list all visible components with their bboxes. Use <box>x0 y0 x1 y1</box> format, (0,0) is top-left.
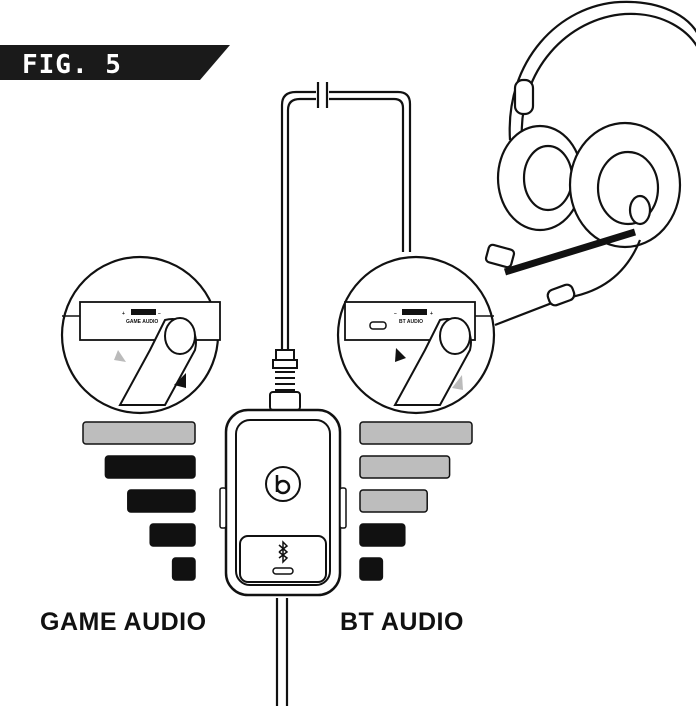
headphone-connector <box>269 349 301 411</box>
dial-plus: + <box>430 311 433 317</box>
arrow-down-icon <box>395 348 406 362</box>
bt-audio-level-bar-5 <box>359 557 384 581</box>
bt-audio-level-bar-3 <box>359 489 428 513</box>
game-audio-level-bar-3 <box>127 489 196 513</box>
callout-bt-audio: − + BT AUDIO <box>336 255 496 415</box>
dial-label-bt-audio: BT AUDIO <box>399 319 423 325</box>
bluetooth-icon <box>278 540 289 564</box>
arrow-up-icon <box>114 350 126 362</box>
figure-label: FIG. 5 <box>22 50 122 80</box>
label-bt-audio: BT AUDIO <box>340 608 464 636</box>
dial-minus: − <box>394 311 397 317</box>
bt-audio-level-bar-2 <box>359 455 451 479</box>
game-audio-levels <box>82 421 196 581</box>
label-game-audio: GAME AUDIO <box>40 608 207 636</box>
bt-audio-level-bar-1 <box>359 421 473 445</box>
arrow-down-icon <box>174 373 186 388</box>
dial-minus: − <box>158 311 161 317</box>
dial-label-game-audio: GAME AUDIO <box>126 319 158 325</box>
bt-audio-level-bar-4 <box>359 523 406 547</box>
dial-plus: + <box>122 311 125 317</box>
game-audio-level-bar-4 <box>149 523 196 547</box>
figure-banner: FIG. 5 <box>0 45 230 80</box>
callout-game-audio: + − GAME AUDIO <box>60 255 221 415</box>
brand-logo-icon <box>265 466 301 502</box>
game-audio-level-bar-2 <box>104 455 196 479</box>
control-device <box>219 408 347 597</box>
cable <box>275 82 412 706</box>
bluetooth-button[interactable] <box>239 535 327 583</box>
bt-audio-levels <box>359 421 473 581</box>
arrow-up-icon <box>452 375 463 390</box>
game-audio-dial[interactable] <box>219 487 227 529</box>
game-audio-level-bar-1 <box>82 421 196 445</box>
headset-illustration <box>484 0 696 327</box>
game-audio-level-bar-5 <box>171 557 196 581</box>
bt-audio-dial[interactable] <box>339 487 347 529</box>
